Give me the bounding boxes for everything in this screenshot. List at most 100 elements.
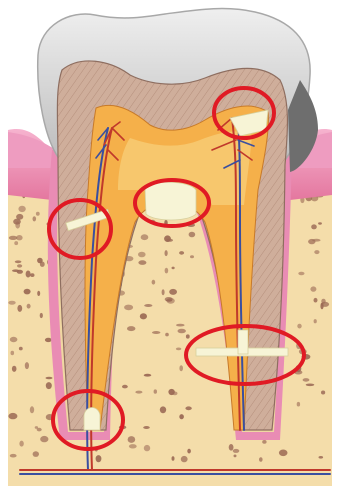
bone-pore (8, 301, 15, 305)
bone-pore (279, 450, 288, 457)
bone-pore (189, 232, 196, 238)
bone-pore (26, 271, 31, 278)
bone-pore (18, 206, 25, 212)
bone-pore (8, 413, 17, 419)
bone-pore (165, 250, 168, 256)
bone-pore (318, 222, 322, 224)
bone-pore (46, 382, 52, 389)
bone-pore (178, 329, 186, 334)
bone-pore (152, 331, 160, 334)
bone-pore (9, 236, 18, 240)
bone-pore (140, 313, 147, 319)
bone-pore (172, 267, 175, 270)
bone-pore (138, 260, 146, 265)
bone-pore (234, 455, 237, 458)
bone-pore (176, 324, 185, 327)
bone-pore (314, 319, 317, 323)
bone-pore (162, 289, 165, 295)
bone-pore (127, 326, 135, 331)
bone-pore (164, 235, 171, 242)
bone-pore (19, 441, 23, 447)
bone-pore (122, 385, 128, 389)
bone-pore (40, 313, 43, 318)
bone-pore (143, 426, 150, 429)
bone-pore (176, 348, 181, 351)
deposit-apex (84, 408, 100, 431)
bone-pore (144, 374, 152, 377)
bone-pore (259, 457, 263, 462)
bone-pore (311, 224, 317, 229)
bone-pore (27, 304, 31, 309)
bone-pore (179, 365, 183, 371)
bone-pore (30, 406, 34, 413)
bone-pore (233, 449, 240, 453)
bone-pore (40, 262, 45, 267)
bone-pore (128, 436, 136, 443)
bone-pore (144, 304, 152, 307)
bone-pore (13, 219, 21, 225)
bone-pore (319, 456, 324, 459)
bone-pore (12, 366, 17, 372)
bone-pore (36, 212, 40, 216)
bone-pore (37, 428, 42, 432)
bone-pore (152, 280, 156, 285)
bone-pore (135, 391, 142, 394)
bone-pore (19, 347, 23, 351)
bone-pore (11, 351, 15, 355)
bone-pore (33, 451, 39, 457)
bone-pore (15, 260, 22, 263)
bone-pore (186, 334, 190, 338)
bone-pore (10, 337, 18, 342)
bone-pore (165, 268, 169, 274)
bone-pore (33, 216, 37, 221)
bone-pore (229, 444, 234, 451)
bone-pore (30, 273, 34, 277)
bone-pore (297, 324, 301, 329)
bone-pore (17, 264, 22, 267)
bone-pore (169, 289, 177, 295)
bone-pore (310, 286, 316, 291)
bone-pore (321, 391, 325, 395)
bone-pore (190, 255, 194, 258)
bone-pore (320, 303, 323, 310)
bone-pore (166, 299, 172, 301)
bone-pore (14, 241, 18, 245)
bone-pore (144, 445, 150, 451)
bone-pore (138, 252, 146, 258)
bone-pore (40, 436, 48, 442)
bone-pore (172, 456, 175, 461)
bone-pore (314, 250, 319, 254)
bone-pore (298, 272, 304, 275)
bone-pore (303, 378, 310, 382)
bone-pore (185, 406, 191, 410)
bone-pore (181, 456, 188, 462)
bone-pore (129, 444, 137, 448)
deposit-right-root-post (238, 330, 248, 354)
deposit-furcation (145, 182, 196, 220)
bone-pore (45, 338, 52, 342)
bone-pore (179, 414, 184, 419)
bone-pore (17, 305, 22, 312)
bone-pore (24, 289, 31, 295)
bone-pore (306, 384, 315, 387)
bone-pore (10, 454, 17, 458)
bone-pore (12, 269, 19, 272)
bone-pore (297, 402, 300, 407)
bone-pore (262, 440, 266, 444)
bone-pore (37, 291, 40, 296)
bone-pore (25, 362, 29, 369)
bone-pore (187, 449, 191, 454)
bone-pore (179, 251, 184, 255)
bone-pore (141, 234, 149, 240)
bone-pore (154, 389, 157, 393)
bone-pore (165, 333, 169, 337)
bone-pore (160, 406, 166, 413)
bone-pore (314, 298, 318, 303)
bone-pore (46, 377, 53, 380)
bone-pore (312, 239, 320, 242)
bone-pore (96, 455, 102, 462)
bone-pore (172, 392, 177, 396)
bone-pore (124, 305, 133, 311)
